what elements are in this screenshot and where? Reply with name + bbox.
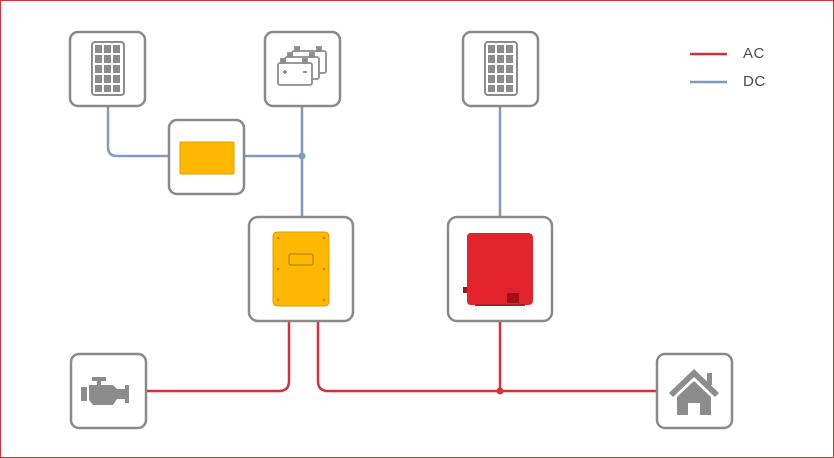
- battery-bank-icon: [277, 46, 327, 86]
- dc-line-pv-left-to-controller: [106, 105, 169, 158]
- battery-inverter-icon: [272, 231, 330, 307]
- legend-ac-label: AC: [743, 45, 765, 62]
- generator-box: [69, 352, 148, 430]
- ac-connections: [147, 321, 657, 395]
- charge-controller-box: [167, 118, 246, 196]
- ac-line-inverter-to-house: [316, 321, 657, 393]
- battery-inverter-box: [247, 215, 355, 323]
- pv-array-left-box: [68, 30, 147, 108]
- ac-line-generator-to-inverter: [147, 321, 291, 393]
- house-load-box: [655, 352, 734, 430]
- charge-controller-icon: [179, 141, 235, 175]
- generator-engine-icon: [81, 377, 129, 405]
- solar-panel-icon: [484, 41, 518, 96]
- dc-connections: [106, 105, 502, 217]
- dc-junction-dot: [298, 152, 306, 160]
- legend-dc-label: DC: [743, 73, 766, 90]
- ac-junction-dot: [496, 387, 504, 395]
- pv-inverter-icon: [463, 233, 533, 306]
- solar-panel-icon: [91, 41, 125, 96]
- pv-array-right-box: [461, 30, 540, 108]
- battery-bank-box: [263, 30, 342, 108]
- legend: [690, 52, 727, 84]
- pv-inverter-box: [446, 215, 554, 323]
- house-icon: [669, 369, 719, 415]
